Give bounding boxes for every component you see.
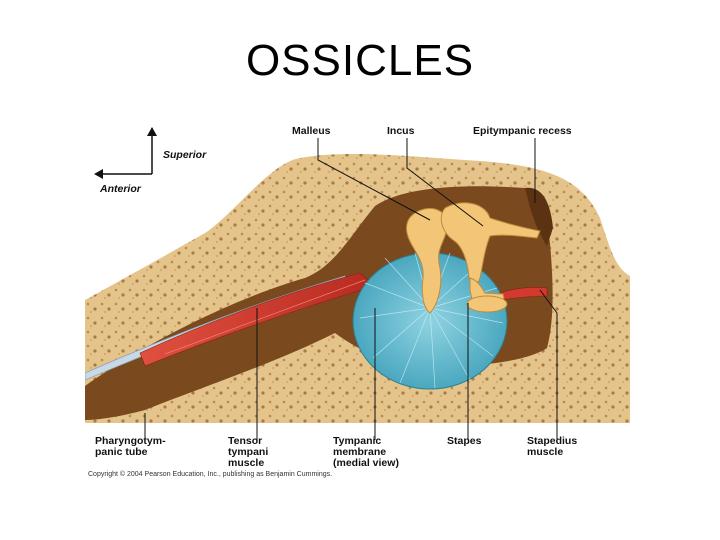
tensor-tympani-label-line-1: Tensor: [228, 435, 262, 447]
muscle-fiber-line: [164, 279, 366, 355]
tympanic-membrane-label-line-1: Tympanic: [333, 435, 381, 447]
malleus-leader: [317, 138, 431, 221]
tympanic-membrane-label: Tympanic membrane (medial view): [333, 435, 399, 469]
orientation-indicator: Superior Anterior: [94, 127, 207, 195]
ossicles-diagram: Superior Anterior: [85, 118, 630, 480]
stapedius-muscle: [499, 286, 548, 301]
incus: [440, 202, 541, 285]
pharyngotympanic-tube-label: Pharyngotym- panic tube: [95, 435, 169, 458]
anterior-label: Anterior: [99, 183, 142, 195]
incus-label: Incus: [387, 125, 415, 137]
stapes: [466, 277, 508, 313]
tympanic-membrane-label-line-3: (medial view): [333, 457, 399, 469]
pharyngotympanic-tube-label-line-2: panic tube: [95, 446, 148, 458]
epitympanic-recess-label: Epitympanic recess: [473, 125, 572, 137]
stapedius-label-line-2: muscle: [527, 446, 563, 458]
anterior-arrow-head: [94, 169, 103, 179]
stapedius-label: Stapedius muscle: [527, 435, 580, 458]
slide-title: OSSICLES: [245, 36, 475, 85]
leader-lines: [144, 138, 558, 440]
stapes-label: Stapes: [447, 435, 482, 447]
copyright-notice: Copyright © 2004 Pearson Education, Inc.…: [88, 470, 332, 478]
stapedius-leader: [539, 289, 558, 440]
tensor-tympani-label: Tensor tympani muscle: [228, 435, 271, 469]
superior-arrow-head: [147, 127, 157, 136]
epitympanic-recess: [525, 187, 553, 246]
malleus-label: Malleus: [292, 125, 331, 137]
tympanic-membrane-label-line-2: membrane: [333, 446, 386, 458]
pharyngotympanic-tube-label-line-1: Pharyngotym-: [95, 435, 166, 447]
tensor-tympani-label-line-2: tympani: [228, 446, 268, 458]
incus-leader: [406, 138, 484, 227]
tensor-tympani-label-line-3: muscle: [228, 457, 264, 469]
stapedius-label-line-1: Stapedius: [527, 435, 577, 447]
superior-label: Superior: [163, 149, 207, 161]
